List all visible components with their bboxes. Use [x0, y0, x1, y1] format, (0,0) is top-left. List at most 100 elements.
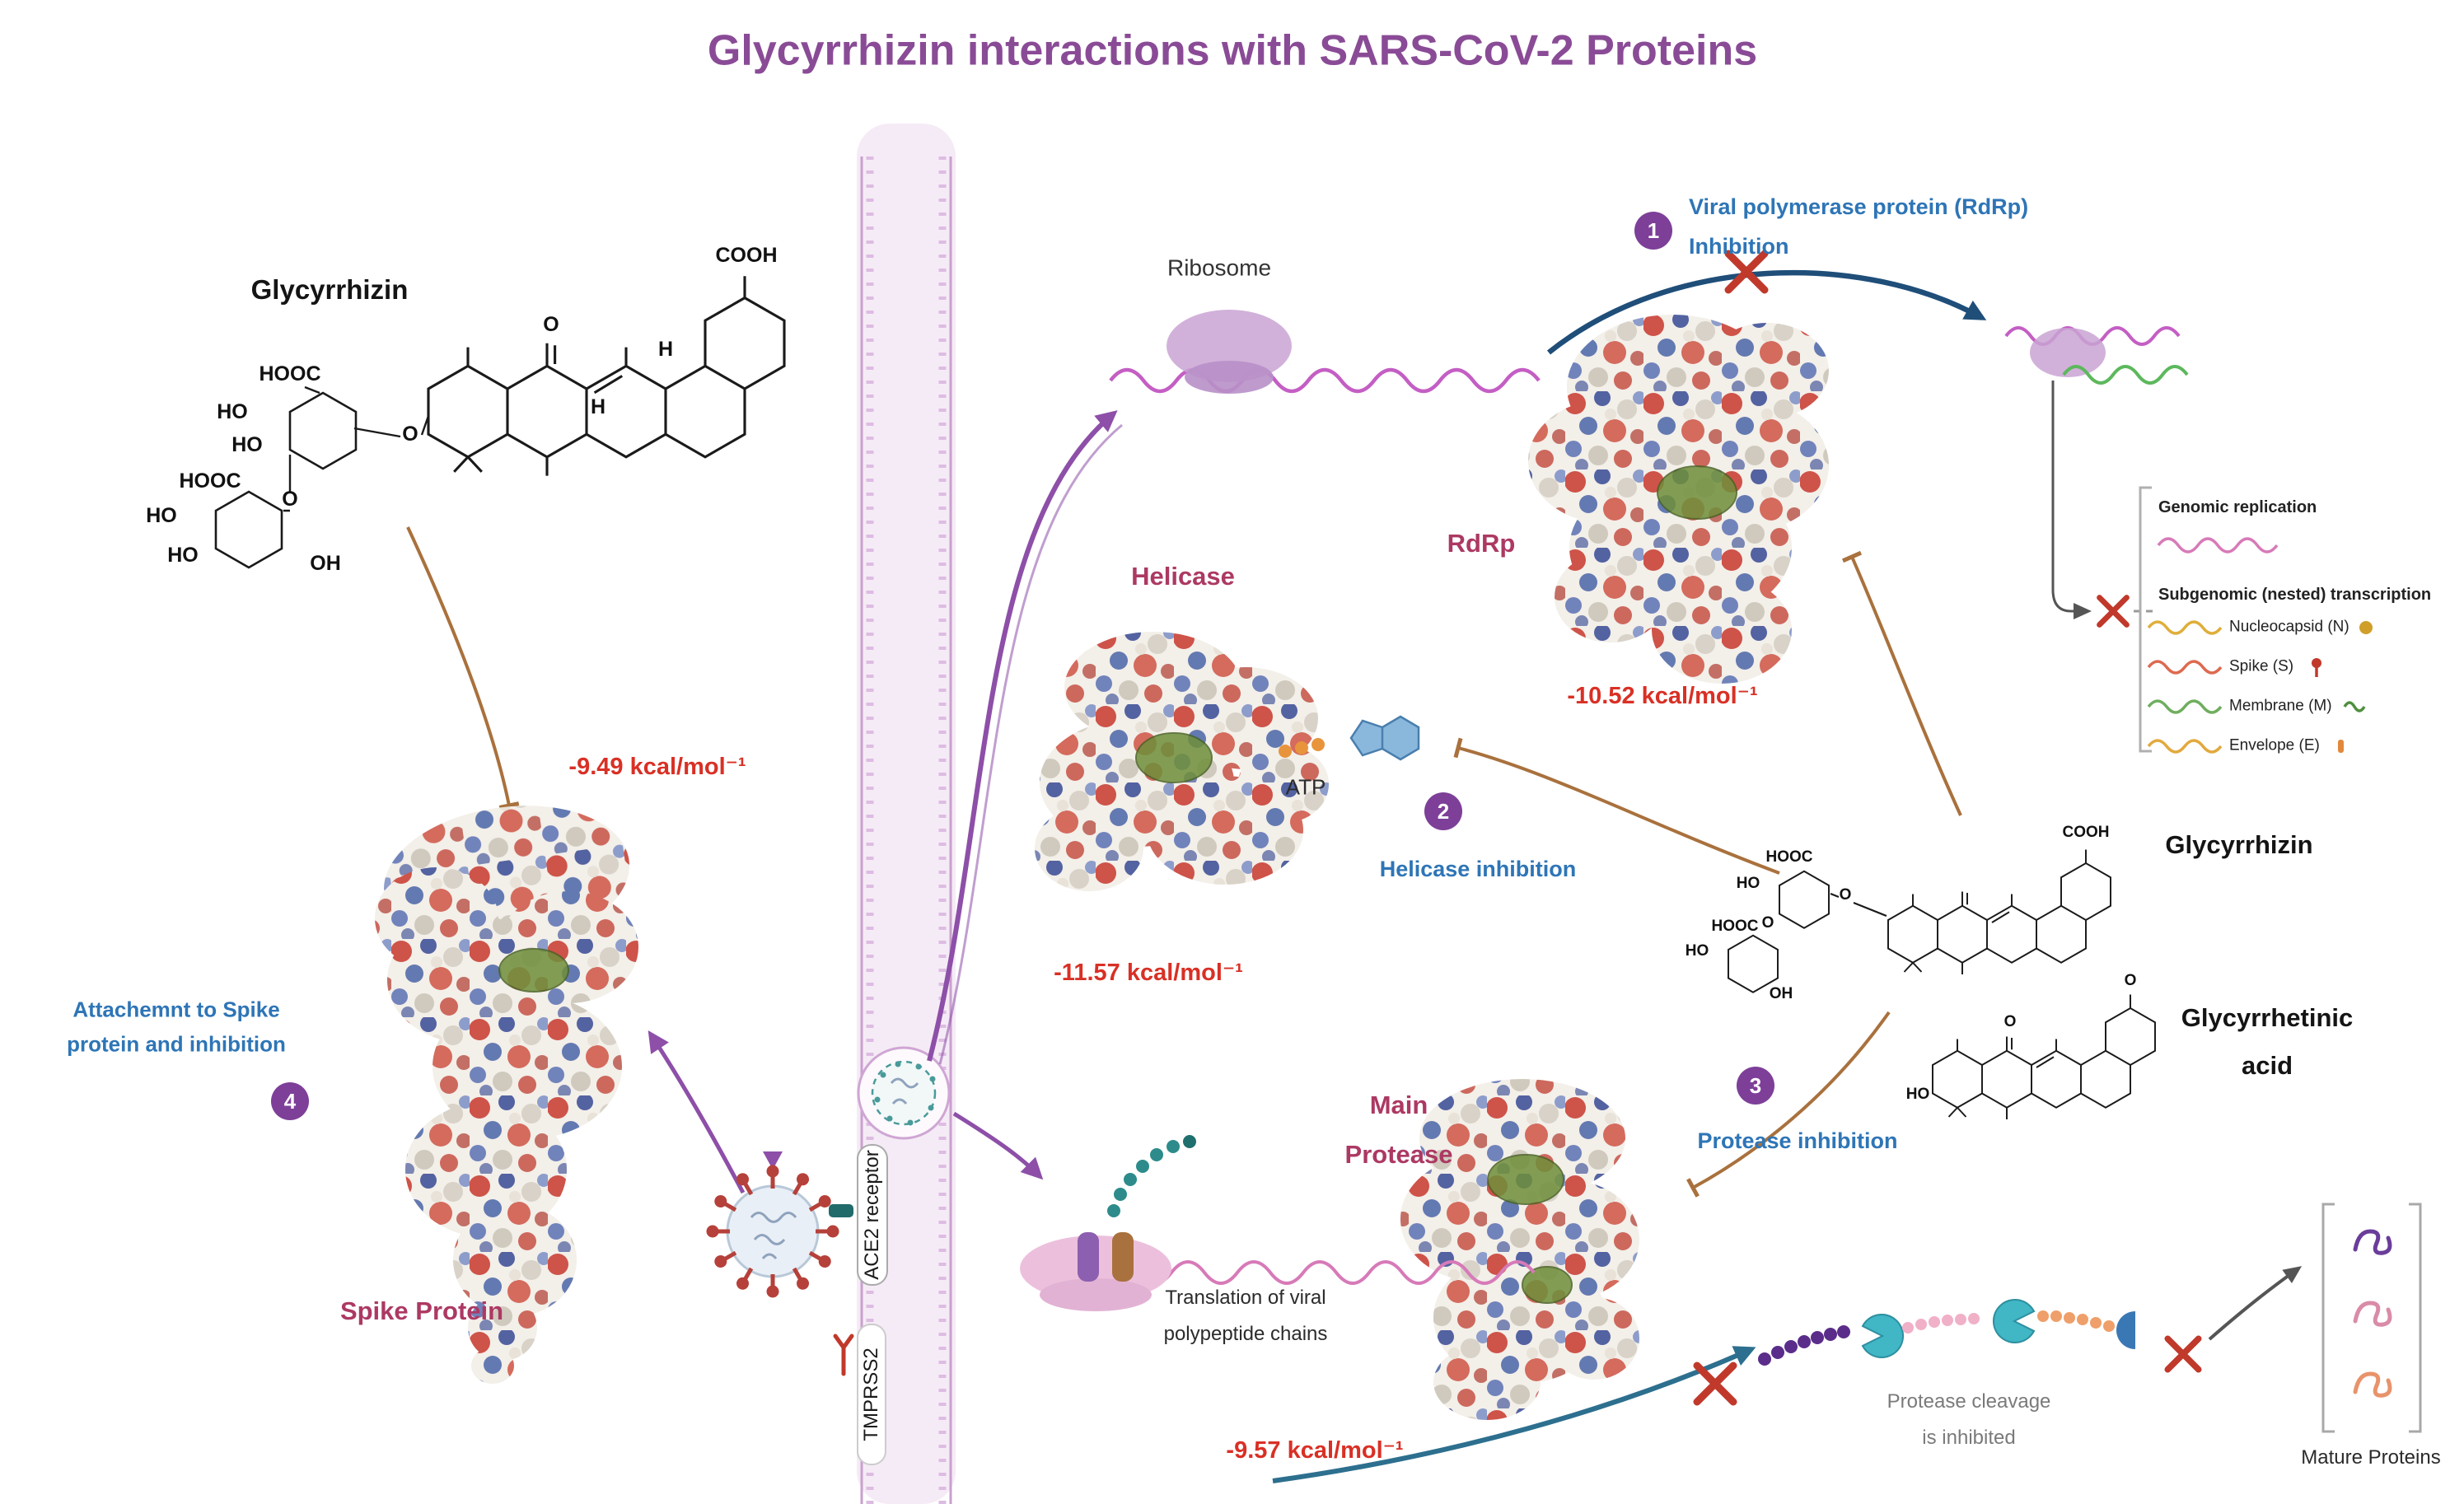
genomic-squiggle	[2157, 537, 2279, 553]
legend-item-spike: Spike (S)	[2229, 657, 2294, 675]
glycyrrhizin-structure-left	[214, 274, 786, 569]
nucleocapsid-squiggle	[2147, 620, 2223, 635]
rdrp-label: RdRp	[1447, 528, 1516, 558]
atp-icon	[1279, 715, 1420, 761]
mature-proteins-group	[2321, 1203, 2422, 1433]
svg-text:HO: HO	[1686, 942, 1709, 960]
svg-text:OH: OH	[310, 552, 341, 575]
ace2-receptor	[829, 1144, 888, 1286]
legend-item-envelope: Envelope (E)	[2229, 736, 2320, 754]
step1-annotation-line1: Viral polymerase protein (RdRp)	[1689, 194, 2029, 220]
svg-text:HO: HO	[1906, 1086, 1930, 1103]
membrane-squiggle	[2147, 699, 2223, 714]
step4-annotation-line2: protein and inhibition	[67, 1031, 286, 1057]
main-protease-label-line1: Main	[1369, 1090, 1428, 1119]
atp-label: ATP	[1285, 774, 1326, 800]
svg-text:HO: HO	[167, 544, 199, 567]
envelope-icon	[2338, 740, 2344, 753]
spike-squiggle	[2147, 660, 2223, 675]
helicase-binding-energy: -11.57 kcal/mol⁻¹	[1054, 960, 1243, 987]
step3-annotation: Protease inhibition	[1697, 1128, 1898, 1154]
step-2-badge: 2	[1424, 792, 1462, 830]
svg-text:HOOC: HOOC	[259, 362, 321, 385]
svg-text:O: O	[1762, 914, 1774, 932]
virus-entry-arrowhead	[763, 1151, 783, 1170]
mature-protein-purple	[2355, 1231, 2390, 1253]
membrane-protein-icon	[2343, 701, 2366, 712]
legend-item-membrane: Membrane (M)	[2229, 697, 2332, 715]
svg-text:O: O	[282, 488, 297, 511]
glycyrrhetinic-acid-label-line1: Glycyrrhetinic	[2181, 1002, 2354, 1032]
replication-arrow	[1546, 269, 1987, 355]
translation-complex	[1020, 1135, 1536, 1311]
cleavage-caption-line1: Protease cleavage	[1887, 1390, 2051, 1413]
nucleocapsid-icon	[2359, 621, 2373, 634]
cleavage-scene	[1758, 1266, 2303, 1366]
step-1-badge: 1	[1634, 212, 1672, 250]
envelope-squiggle	[2147, 739, 2223, 754]
step1-annotation-line2: Inhibition	[1689, 234, 1789, 259]
cell-membrane	[857, 124, 956, 1504]
legend-item-nucleocapsid: Nucleocapsid (N)	[2229, 618, 2349, 636]
svg-text:H: H	[658, 338, 673, 361]
tmprss2-label: TMPRSS2	[859, 1348, 882, 1441]
svg-text:O: O	[543, 313, 559, 336]
svg-text:COOH: COOH	[2063, 824, 2110, 841]
glycyrrhetinic-structure	[1932, 993, 2156, 1120]
protease-pacman-1	[1861, 1314, 1904, 1358]
main-protease-label-line2: Protease	[1344, 1139, 1453, 1169]
inhibition-curves	[406, 526, 1962, 1198]
svg-text:H: H	[591, 395, 605, 418]
legend-subgenomic-title: Subgenomic (nested) transcription	[2158, 586, 2432, 604]
ace2-receptor-label: ACE2 receptor	[860, 1150, 883, 1280]
spike-protein-label: Spike Protein	[339, 1296, 504, 1325]
svg-text:O: O	[2004, 1013, 2017, 1030]
glycyrrhizin-structure-right	[1728, 848, 2111, 993]
svg-text:OH: OH	[1770, 985, 1793, 1002]
translation-caption-line1: Translation of viral	[1165, 1286, 1326, 1309]
tmprss2-receptor	[833, 1324, 886, 1465]
svg-text:HO: HO	[231, 433, 263, 456]
endosome-virus	[857, 1046, 951, 1140]
coronavirus-particle	[707, 1165, 839, 1298]
step2-annotation: Helicase inhibition	[1379, 857, 1577, 882]
spike-protein-surface	[375, 806, 638, 1384]
svg-text:HOOC: HOOC	[1712, 918, 1759, 935]
glycyrrhetinic-acid-label-line2: acid	[2241, 1050, 2293, 1080]
genomic-mrna	[1109, 310, 1541, 394]
legend-graphics	[2139, 486, 2373, 754]
rdrp-binding-energy: -10.52 kcal/mol⁻¹	[1567, 683, 1758, 710]
svg-text:HOOC: HOOC	[180, 469, 241, 493]
translation-caption-line2: polypeptide chains	[1163, 1322, 1328, 1345]
subgenomic-ribosome-icon	[2004, 326, 2189, 619]
glycyrrhizin-left-label: Glycyrrhizin	[250, 273, 409, 305]
svg-text:HO: HO	[217, 400, 248, 423]
glycyrrhizin-right-label: Glycyrrhizin	[2165, 829, 2313, 859]
svg-text:HO: HO	[1737, 875, 1760, 892]
step-3-badge: 3	[1737, 1067, 1774, 1105]
ribosome-label: Ribosome	[1167, 255, 1272, 281]
svg-text:HOOC: HOOC	[1766, 848, 1813, 866]
mature-protein-orange	[2355, 1374, 2390, 1395]
trafficking-arrows	[648, 410, 1123, 1194]
nascent-peptide-beads	[1107, 1135, 1196, 1217]
mature-proteins-label: Mature Proteins	[2301, 1446, 2441, 1469]
cleaved-domain	[2116, 1311, 2135, 1349]
atom-labels-left: COOH O H H HOOC HO HO O HOOC HO HO OH O	[146, 244, 777, 575]
step4-annotation-line1: Attachemnt to Spike	[72, 997, 280, 1022]
protease-binding-energy: -9.57 kcal/mol⁻¹	[1226, 1437, 1404, 1464]
main-protease-surface	[1400, 1079, 1639, 1420]
docked-ligand-sites	[498, 465, 1737, 1304]
svg-text:O: O	[1840, 886, 1852, 904]
svg-text:COOH: COOH	[716, 244, 778, 267]
cleavage-caption-line2: is inhibited	[1922, 1426, 2016, 1449]
protease-pacman-2	[1993, 1299, 2036, 1343]
spike-binding-energy: -9.49 kcal/mol⁻¹	[568, 754, 746, 781]
spike-icon	[2312, 658, 2321, 677]
rdrp-surface	[1528, 315, 1829, 684]
polyprotein-arrow	[1272, 1346, 1756, 1483]
page-title: Glycyrrhizin interactions with SARS-CoV-…	[707, 26, 1758, 75]
step-4-badge: 4	[271, 1082, 309, 1120]
